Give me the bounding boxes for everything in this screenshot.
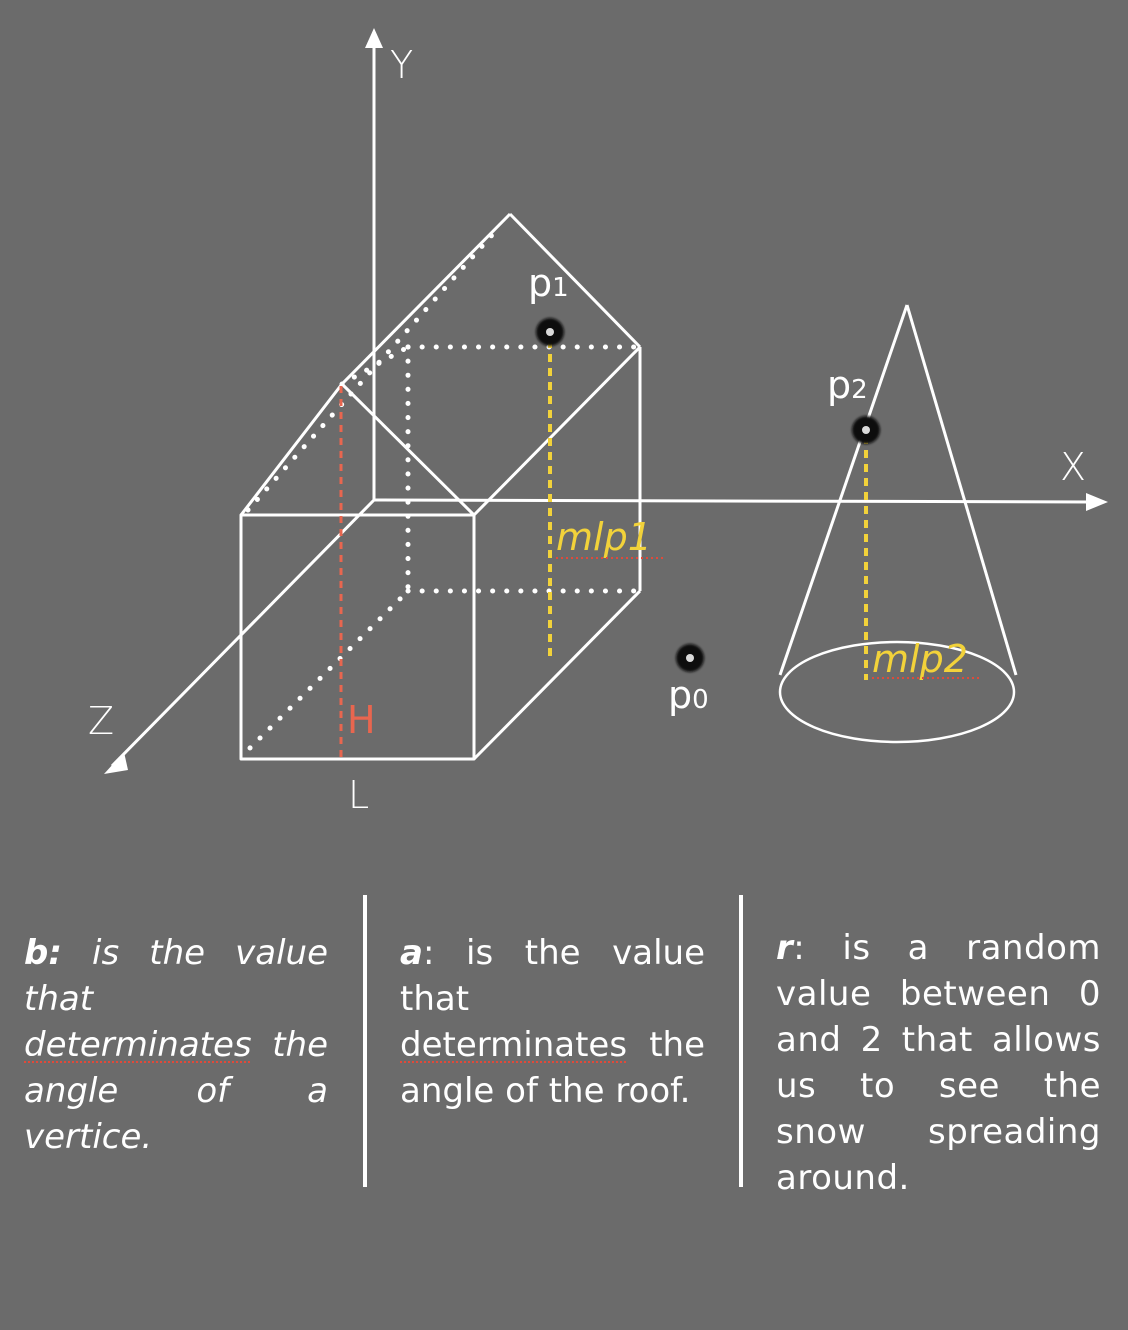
house-floor-right-edge [472,589,642,761]
mlp1-label: mlp1 [556,515,652,559]
axes [104,28,1108,774]
snow-particle-p0 [676,644,704,672]
note-b-pre: is the value that [24,933,328,1019]
note-r: r: is a random value between 0 and 2 tha… [776,925,1101,1201]
length-label: L [348,773,369,817]
note-b-post: the angle of a vertice. [24,1025,328,1157]
note-a: a: is the value that determinates the an… [400,930,705,1114]
x-arrowhead [1086,493,1108,511]
note-b: b: is the value that determinates the an… [24,930,328,1160]
roof-front-eave [472,345,642,517]
z-axis-label: Z [88,699,114,743]
x-axis [373,498,1093,504]
note-a-pre: : is the value that [400,933,705,1019]
y-arrowhead [365,28,383,48]
note-a-key: a [400,933,423,973]
mlp2-label: mlp2 [872,637,968,681]
hidden-floor-left [247,588,411,751]
divider-right [739,895,743,1187]
cone [778,304,1018,744]
snow-particle-p1 [536,318,564,346]
diagram: Y X Z H L mlp1 mlp2 [88,28,1108,817]
note-a-underlined: determinates [400,1025,628,1065]
note-b-underlined: determinates [24,1025,252,1065]
height-label: H [347,698,376,742]
y-axis-label: Y [390,43,413,87]
house-hidden-edges [245,223,643,751]
house-front-gable [239,382,476,517]
note-b-key: b: [24,933,62,973]
note-r-key: r [776,928,794,968]
snow-particle-p2 [852,416,880,444]
z-arrowhead [104,752,128,774]
hidden-gable-link [339,344,411,387]
cone-right-side [905,304,1018,676]
point-label-p2: p2 [827,363,868,407]
divider-left [363,895,367,1187]
note-a-post: the angle of the roof. [400,1025,705,1111]
note-r-text: : is a random value between 0 and 2 that… [776,928,1101,1198]
z-axis [110,498,376,768]
cone-left-side [778,304,909,676]
point-label-p1: p1 [528,261,569,305]
roof-ridge [340,212,512,386]
roof-back-slope [508,212,642,349]
house-front-wall [239,513,476,761]
point-label-p0: p0 [668,673,709,717]
notes: b: is the value that determinates the an… [0,895,1128,1198]
x-axis-label: X [1060,445,1086,489]
cone-base [778,640,1016,744]
house [239,212,642,761]
